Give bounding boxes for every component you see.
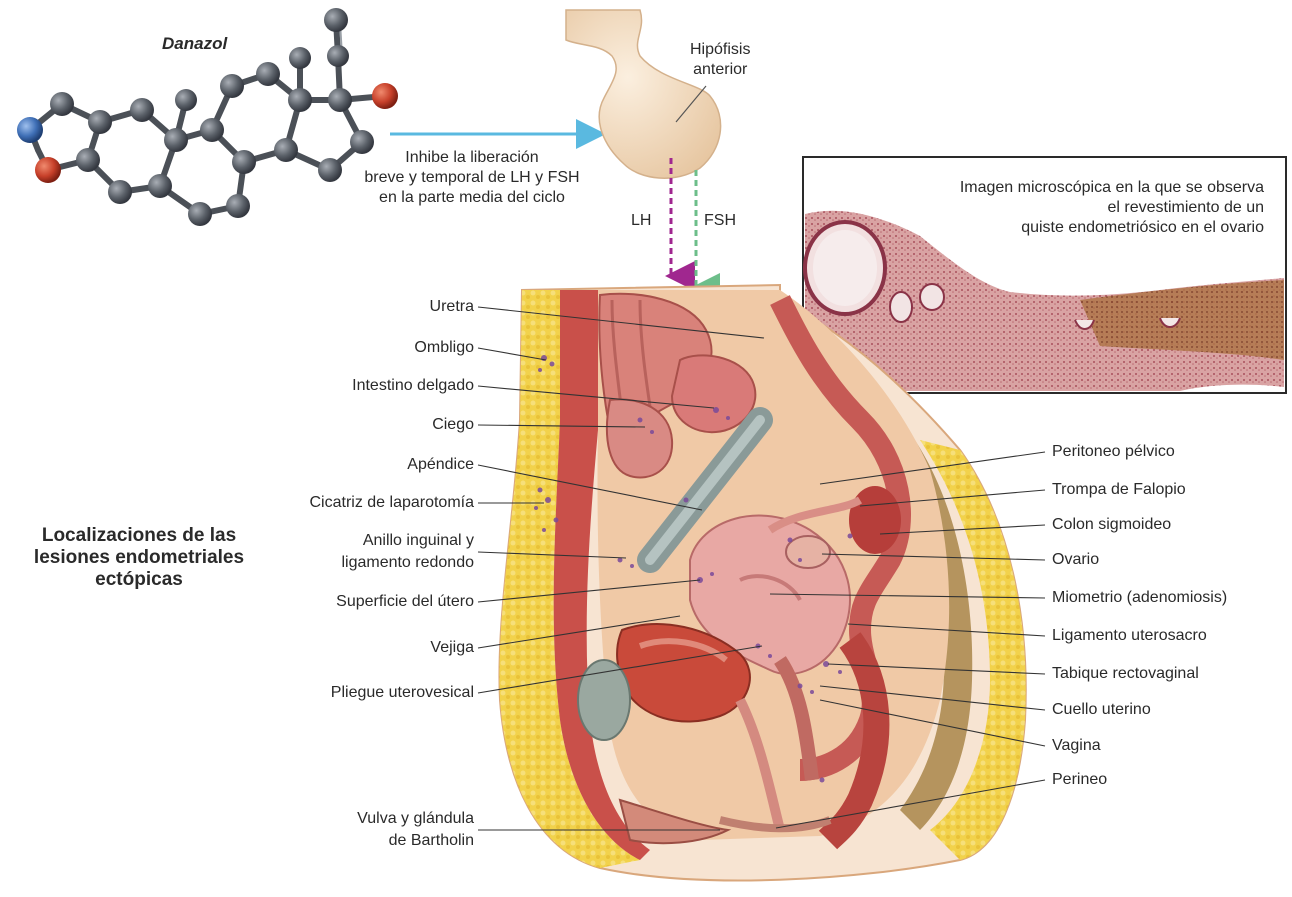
label-vagina: Vagina xyxy=(1052,736,1101,755)
label-ombligo: Ombligo xyxy=(414,338,474,357)
lh-label: LH xyxy=(631,212,651,230)
microscopic-caption-line: el revestimiento de un xyxy=(812,198,1264,218)
pituitary-label-line: anterior xyxy=(690,60,750,80)
label-bartholin: de Bartholin xyxy=(389,831,474,850)
label-pliegue-uterovesical: Pliegue uterovesical xyxy=(331,683,474,702)
label-peritoneo-pelvico: Peritoneo pélvico xyxy=(1052,442,1175,461)
drug-label: Danazol xyxy=(162,34,227,54)
microscopic-caption-line: quiste endometriósico en el ovario xyxy=(812,218,1264,238)
label-ciego: Ciego xyxy=(432,415,474,434)
diagram-title-line: Localizaciones de las xyxy=(8,525,270,547)
label-anillo-inguinal: Anillo inguinal y xyxy=(363,531,474,550)
pituitary-label-line: Hipófisis xyxy=(690,40,750,60)
label-tabique-rectovaginal: Tabique rectovaginal xyxy=(1052,664,1199,683)
diagram-title: Localizaciones de las lesiones endometri… xyxy=(8,525,270,591)
label-ligamento-redondo: ligamento redondo xyxy=(341,553,474,572)
fsh-label: FSH xyxy=(704,212,736,230)
inhibit-text-line: Inhibe la liberación xyxy=(356,148,588,168)
label-trompa-falopio: Trompa de Falopio xyxy=(1052,480,1186,499)
microscopic-caption-line: Imagen microscópica en la que se observa xyxy=(812,178,1264,198)
label-ovario: Ovario xyxy=(1052,550,1099,569)
label-cuello-uterino: Cuello uterino xyxy=(1052,700,1151,719)
microscopic-caption: Imagen microscópica en la que se observa… xyxy=(812,178,1264,238)
label-intestino-delgado: Intestino delgado xyxy=(352,376,474,395)
label-miometrio: Miometrio (adenomiosis) xyxy=(1052,588,1227,607)
oxygen-atom xyxy=(35,157,61,183)
oxygen-atom xyxy=(372,83,398,109)
inhibit-text-line: en la parte media del ciclo xyxy=(356,188,588,208)
label-uretra: Uretra xyxy=(430,297,474,316)
diagram-title-line: ectópicas xyxy=(8,569,270,591)
label-cicatriz-laparotomia: Cicatriz de laparotomía xyxy=(309,493,474,512)
label-vejiga: Vejiga xyxy=(430,638,474,657)
label-apendice: Apéndice xyxy=(407,455,474,474)
label-ligamento-uterosacro: Ligamento uterosacro xyxy=(1052,626,1207,645)
inhibit-text: Inhibe la liberación breve y temporal de… xyxy=(356,148,588,208)
inhibit-text-line: breve y temporal de LH y FSH xyxy=(356,168,588,188)
diagram-title-line: lesiones endometriales xyxy=(8,547,270,569)
pituitary-label: Hipófisis anterior xyxy=(690,40,750,80)
label-vulva-glandula: Vulva y glándula xyxy=(357,809,474,828)
label-superficie-utero: Superficie del útero xyxy=(336,592,474,611)
nitrogen-atom xyxy=(17,117,43,143)
label-colon-sigmoideo: Colon sigmoideo xyxy=(1052,515,1171,534)
label-perineo: Perineo xyxy=(1052,770,1107,789)
pituitary-gland xyxy=(566,10,721,178)
